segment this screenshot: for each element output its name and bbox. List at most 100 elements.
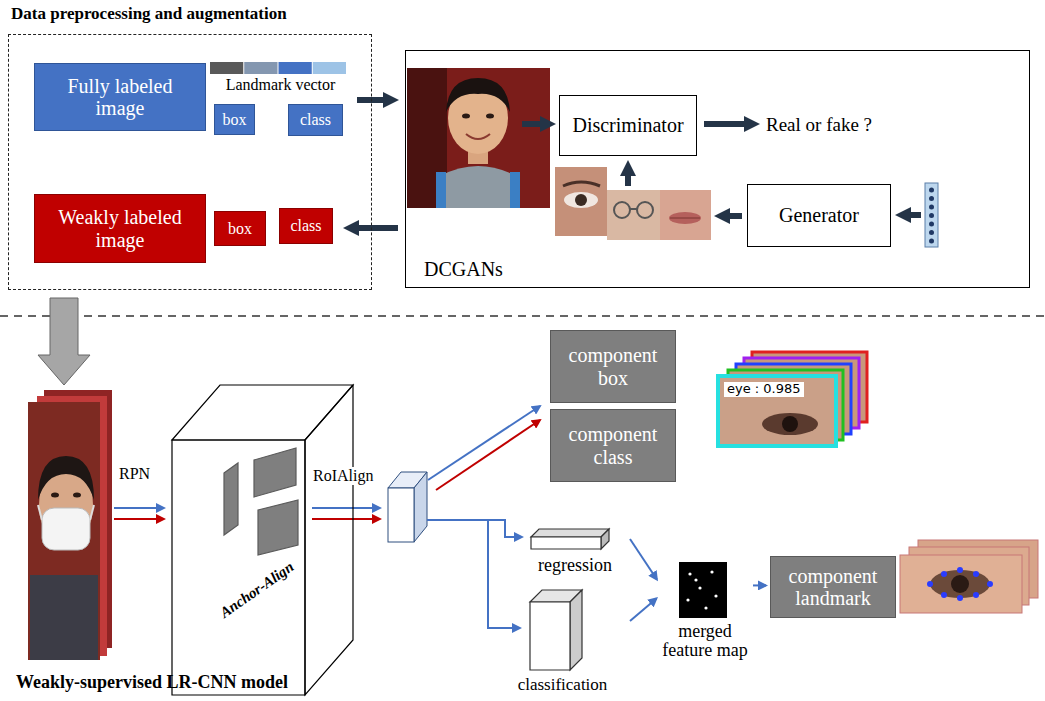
input-face-photo	[38, 505, 42, 520]
generated-patches	[555, 167, 711, 240]
input-face-photo	[51, 493, 59, 498]
landmark-eyes	[927, 581, 933, 587]
output-box: component box	[550, 330, 676, 403]
landmark-eyes	[957, 595, 963, 601]
node-text: classification	[498, 675, 627, 695]
label-box: class	[288, 104, 343, 136]
child-photo	[446, 78, 510, 112]
label-box: class	[279, 208, 333, 244]
child-photo	[466, 134, 490, 139]
input-face-photo	[30, 575, 98, 660]
node-text: Discriminator	[572, 114, 683, 136]
generated-patches	[575, 194, 587, 206]
image-type-box: Fully labeled image	[34, 63, 206, 131]
generated-patches	[607, 190, 660, 240]
landmark-eyes	[930, 570, 990, 598]
landmark-eyes	[973, 571, 979, 577]
feature-dot	[688, 572, 691, 575]
node-text: box	[228, 220, 252, 238]
node-text: class	[300, 111, 331, 129]
noise-vector	[925, 183, 938, 247]
generated-patches	[670, 218, 700, 219]
head-arrow	[428, 406, 540, 480]
feature-map-square	[679, 562, 727, 618]
shape-face	[172, 440, 305, 695]
generated-patches	[637, 202, 653, 218]
connector-arrow	[630, 598, 656, 621]
process-box: Generator	[747, 184, 891, 247]
down-arrow	[38, 298, 90, 385]
child-photo	[486, 114, 494, 119]
input-face-photo	[42, 508, 90, 550]
shape-face	[258, 500, 298, 555]
connector-arrow	[351, 225, 398, 231]
landmark-eyes	[973, 592, 979, 598]
noise-vector	[929, 188, 934, 193]
generated-patches	[614, 202, 630, 218]
generated-patches	[555, 167, 607, 236]
node-text: DCGANs	[424, 258, 503, 281]
input-face-photo	[28, 402, 100, 660]
node-text: box	[223, 111, 247, 129]
node-text: component class	[557, 423, 669, 468]
input-face-photo	[73, 493, 81, 498]
backbone-block-outline	[172, 385, 355, 695]
shape-face	[254, 448, 296, 497]
feature-map: merged feature map	[660, 560, 750, 666]
child-photo	[407, 68, 447, 208]
section-frame: Fully labeled imageLandmark vectorboxcla…	[8, 34, 372, 290]
shape-face	[531, 529, 609, 537]
generated-patches	[660, 190, 711, 240]
feature-dot	[686, 598, 689, 601]
node-text: Generator	[779, 204, 859, 226]
node-text: Fully labeled image	[50, 75, 190, 120]
node-text: Data preprocessing and augmentation	[11, 4, 287, 24]
shape-face	[305, 385, 353, 695]
landmark-eyes	[957, 567, 963, 573]
child-photo	[462, 114, 470, 119]
proposal-arrow	[114, 507, 164, 509]
input-face-photo	[38, 456, 94, 500]
stage-label: RPN	[119, 465, 150, 483]
child-photo	[407, 68, 550, 208]
landmark-eyes	[941, 571, 947, 577]
shape-face	[601, 529, 609, 549]
feature-dot	[694, 578, 697, 581]
flow-arrow	[522, 121, 548, 127]
output-box: component landmark	[770, 556, 896, 618]
shape-face	[172, 385, 353, 440]
node-text: component box	[557, 344, 669, 389]
child-photo	[510, 172, 520, 208]
output-question: Real or fake ?	[766, 114, 872, 136]
landmark-eyes	[987, 581, 993, 587]
head-arrow	[436, 420, 540, 490]
flow-arrow	[903, 212, 921, 218]
noise-vector	[929, 230, 934, 235]
landmark-eyes	[941, 592, 947, 598]
noise-vector	[925, 183, 938, 247]
roi-feature-cube	[388, 488, 414, 542]
proposal-arrow	[114, 508, 380, 519]
detection-score: eye : 0.985	[724, 382, 804, 397]
generated-patches	[563, 182, 600, 186]
roi-feature-cube	[388, 472, 427, 542]
noise-vector	[929, 205, 934, 210]
child-photo	[436, 172, 446, 208]
generated-patches	[564, 192, 598, 208]
shape-face	[531, 537, 601, 549]
head-arrow	[427, 520, 522, 537]
node-text: class	[290, 217, 321, 235]
flow-arrow	[625, 168, 631, 186]
connector-arrow	[753, 584, 766, 586]
stage-label: RoIAlign	[310, 467, 376, 485]
output-box: component class	[550, 409, 676, 482]
shape-face	[224, 463, 238, 535]
child-photo	[407, 68, 550, 208]
head-arrow	[488, 520, 520, 628]
feature-dot	[704, 606, 707, 609]
input-face-photo	[28, 390, 112, 660]
backbone-block: Anchor-Align	[172, 385, 355, 695]
proposal-arrow	[312, 507, 380, 509]
generated-patches	[669, 212, 701, 224]
